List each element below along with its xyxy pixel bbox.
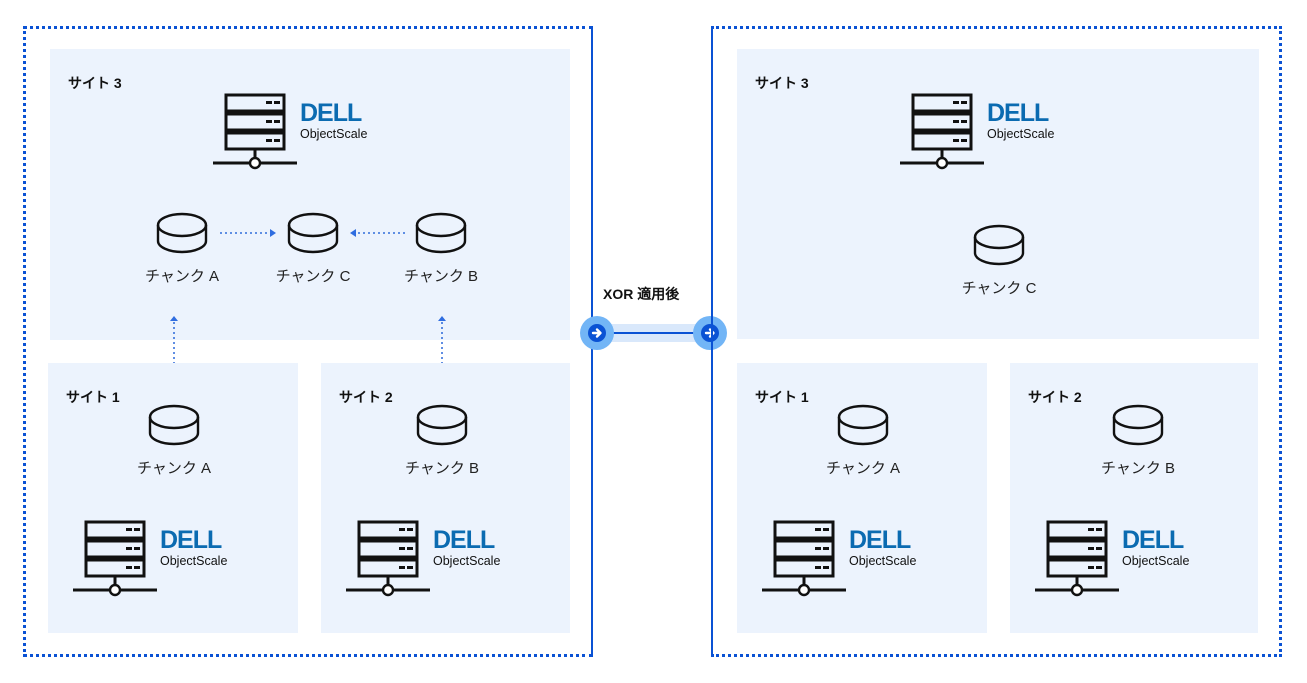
disk-icon — [1111, 403, 1165, 447]
site-label: サイト 2 — [1028, 389, 1082, 405]
before-site2-panel: サイト 2 チャンク B DELL ObjectScale — [321, 363, 570, 633]
dell-logo: DELL — [160, 526, 222, 554]
chunk-label: チャンク B — [403, 268, 479, 285]
disk-icon — [836, 403, 890, 447]
server-group: DELL ObjectScale — [897, 93, 1067, 173]
product-name: ObjectScale — [1122, 554, 1190, 568]
xor-transition-label: XOR 適用後 — [603, 286, 680, 302]
after-xor-frame — [711, 26, 1282, 657]
server-group: DELL ObjectScale — [210, 93, 380, 173]
server-rack-icon — [343, 520, 433, 600]
product-name: ObjectScale — [433, 554, 501, 568]
chunk-label: チャンク C — [961, 280, 1037, 297]
product-name: ObjectScale — [849, 554, 917, 568]
before-site1-panel: サイト 1 チャンク A DELL ObjectScale — [48, 363, 298, 633]
arrow-right-circle-icon — [580, 316, 614, 350]
server-rack-icon — [70, 520, 160, 600]
disk-icon — [972, 223, 1026, 267]
server-rack-icon — [759, 520, 849, 600]
arrow-a-to-c — [220, 229, 276, 237]
arrow-right-circle-icon — [693, 316, 727, 350]
server-group: DELL ObjectScale — [1032, 520, 1202, 600]
disk-icon — [415, 403, 469, 447]
site-label: サイト 1 — [755, 389, 809, 405]
dell-logo: DELL — [300, 99, 362, 127]
chunk-c: チャンク C — [258, 211, 368, 286]
chunk-c: チャンク C — [944, 223, 1054, 298]
product-name: ObjectScale — [987, 127, 1055, 141]
site-label: サイト 3 — [68, 75, 122, 91]
server-group: DELL ObjectScale — [759, 520, 929, 600]
chunk-b: チャンク B — [1083, 403, 1193, 478]
chunk-label: チャンク A — [825, 460, 901, 477]
chunk-label: チャンク B — [1100, 460, 1176, 477]
before-site3-panel: サイト 3 DELL ObjectScale チャンク A チャンク C チャン… — [50, 49, 570, 340]
server-group: DELL ObjectScale — [70, 520, 240, 600]
site-label: サイト 1 — [66, 389, 120, 405]
server-rack-icon — [897, 93, 987, 173]
chunk-label: チャンク A — [144, 268, 220, 285]
chunk-a: チャンク A — [808, 403, 918, 478]
dell-logo: DELL — [987, 99, 1049, 127]
chunk-a: チャンク A — [127, 211, 237, 286]
chunk-b: チャンク B — [386, 211, 496, 286]
after-site2-panel: サイト 2 チャンク B DELL ObjectScale — [1010, 363, 1258, 633]
dell-logo: DELL — [1122, 526, 1184, 554]
transition-line — [597, 332, 710, 334]
server-rack-icon — [1032, 520, 1122, 600]
dell-logo: DELL — [849, 526, 911, 554]
dell-logo: DELL — [433, 526, 495, 554]
chunk-b: チャンク B — [387, 403, 497, 478]
product-name: ObjectScale — [160, 554, 228, 568]
chunk-label: チャンク A — [136, 460, 212, 477]
after-site3-panel: サイト 3 DELL ObjectScale チャンク C — [737, 49, 1259, 339]
site-label: サイト 2 — [339, 389, 393, 405]
disk-icon — [147, 403, 201, 447]
server-group: DELL ObjectScale — [343, 520, 513, 600]
after-site1-panel: サイト 1 チャンク A DELL ObjectScale — [737, 363, 987, 633]
chunk-label: チャンク B — [404, 460, 480, 477]
site-label: サイト 3 — [755, 75, 809, 91]
arrow-b-to-c — [350, 229, 408, 237]
chunk-label: チャンク C — [275, 268, 351, 285]
chunk-a: チャンク A — [119, 403, 229, 478]
product-name: ObjectScale — [300, 127, 368, 141]
